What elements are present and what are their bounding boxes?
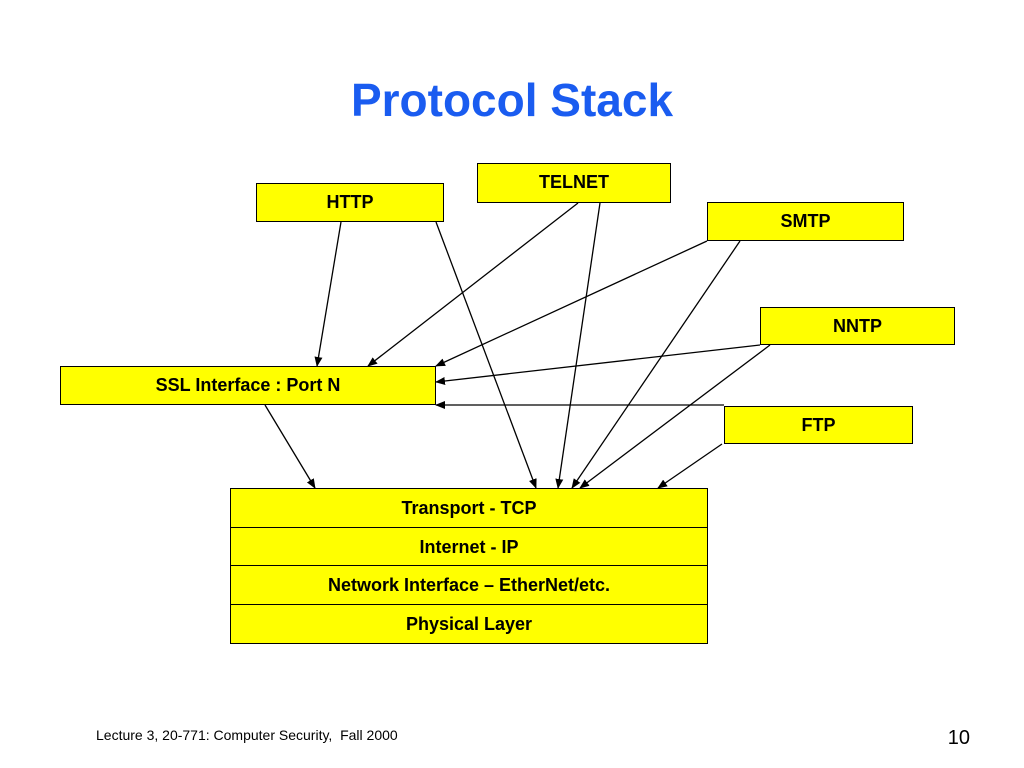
protocol-box-http: HTTP [256,183,444,222]
arrow-http-to-ssl [314,221,342,367]
arrow-nntp-to-tcp [579,344,771,489]
arrow-nntp-to-ssl [435,344,761,385]
arrow-http-to-tcp [435,221,537,489]
footer-course-info: Lecture 3, 20-771: Computer Security, Fa… [96,727,398,743]
slide-title: Protocol Stack [350,74,674,126]
arrow-smtp-to-ssl [435,240,708,367]
page-number: 10 [947,727,970,749]
protocol-box-ftp: FTP [724,406,913,444]
arrow-telnet-to-ssl [367,202,579,367]
arrow-ftp-to-tcp [657,443,723,489]
protocol-box-smtp: SMTP [707,202,904,241]
arrow-ssl-to-tcp [264,404,316,489]
protocol-stack: Transport - TCP Internet - IP Network In… [230,488,708,644]
stack-layer-physical: Physical Layer [231,604,707,643]
stack-layer-network-interface: Network Interface – EtherNet/etc. [231,566,707,605]
arrow-telnet-to-tcp [555,202,601,489]
ssl-interface-box: SSL Interface : Port N [60,366,436,405]
protocol-box-telnet: TELNET [477,163,671,203]
protocol-box-nntp: NNTP [760,307,955,345]
stack-layer-transport: Transport - TCP [231,489,707,528]
stack-layer-internet: Internet - IP [231,527,707,566]
arrow-smtp-to-tcp [571,240,741,489]
